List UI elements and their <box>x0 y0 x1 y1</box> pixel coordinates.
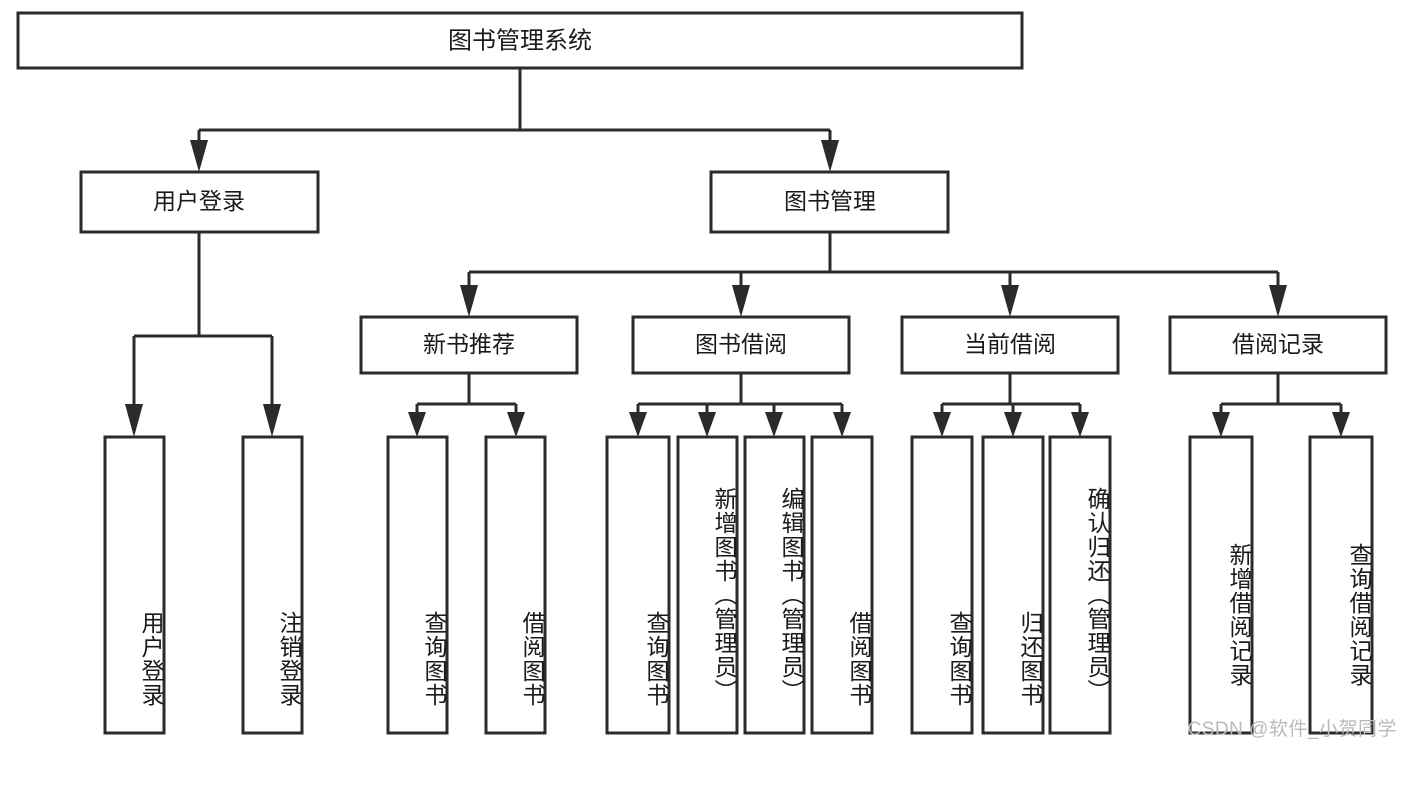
arrowhead-current-borrow <box>1001 285 1019 317</box>
arrowhead-query-book-2 <box>629 412 647 437</box>
node-new-book-recommend-label: 新书推荐 <box>423 331 515 357</box>
arrowhead-leaf-user-login <box>125 404 143 437</box>
node-root[interactable]: 图书管理系统 <box>16 11 1024 70</box>
node-user-login-label: 用户登录 <box>153 188 245 214</box>
node-root-box[interactable] <box>16 11 1024 70</box>
node-book-borrow-label: 图书借阅 <box>695 331 787 357</box>
leaf-box-borrow-book-1[interactable] <box>484 435 547 735</box>
watermark-text: CSDN @软件_小贺同学 <box>1187 719 1397 740</box>
leaf-box-add-book[interactable] <box>676 435 739 735</box>
arrowhead-query-book-1 <box>408 412 426 437</box>
leaf-box-query-book-2[interactable] <box>605 435 671 735</box>
flowchart-canvas: 图书管理系统 用户登录 图书管理 新书推荐 图书借阅 当前借阅 借阅记录 <box>16 11 1388 735</box>
node-user-login[interactable]: 用户登录 <box>79 170 320 234</box>
node-current-borrow-box[interactable] <box>900 315 1120 375</box>
node-current-borrow-label: 当前借阅 <box>964 331 1056 357</box>
node-current-borrow[interactable]: 当前借阅 <box>900 315 1120 375</box>
node-borrow-record[interactable]: 借阅记录 <box>1168 315 1388 375</box>
node-user-login-box[interactable] <box>79 170 320 234</box>
node-book-borrow-box[interactable] <box>631 315 851 375</box>
leaf-box-confirm-return[interactable] <box>1048 435 1112 735</box>
arrowhead-confirm-return <box>1071 412 1089 437</box>
arrowhead-book-mgmt <box>821 140 839 172</box>
leaf-box-user-login[interactable] <box>103 435 166 735</box>
arrowhead-query-book-3 <box>933 412 951 437</box>
node-borrow-record-label: 借阅记录 <box>1232 331 1324 357</box>
leaf-box-layer <box>103 435 1374 735</box>
arrowhead-borrow-record <box>1269 285 1287 317</box>
node-book-management-box[interactable] <box>709 170 950 234</box>
leaf-box-return-book[interactable] <box>981 435 1045 735</box>
leaf-box-edit-book[interactable] <box>743 435 806 735</box>
arrowhead-query-borrow-record <box>1332 412 1350 437</box>
arrowhead-borrow-book-1 <box>507 412 525 437</box>
arrowhead-add-borrow-record <box>1212 412 1230 437</box>
arrowhead-book-borrow <box>732 285 750 317</box>
node-book-management-label: 图书管理 <box>784 188 876 214</box>
leaf-box-add-borrow-record[interactable] <box>1188 435 1254 735</box>
connector-layer <box>125 68 1350 437</box>
node-book-borrow[interactable]: 图书借阅 <box>631 315 851 375</box>
leaf-box-query-book-3[interactable] <box>910 435 974 735</box>
node-borrow-record-box[interactable] <box>1168 315 1388 375</box>
node-book-management[interactable]: 图书管理 <box>709 170 950 234</box>
leaf-box-borrow-book-2[interactable] <box>810 435 874 735</box>
leaf-box-query-book-1[interactable] <box>386 435 449 735</box>
node-root-label: 图书管理系统 <box>448 27 592 54</box>
arrowhead-return-book <box>1004 412 1022 437</box>
node-new-book-recommend[interactable]: 新书推荐 <box>359 315 579 375</box>
leaf-box-logout[interactable] <box>241 435 304 735</box>
flowchart-diagram: 图书管理系统 用户登录 图书管理 新书推荐 图书借阅 当前借阅 借阅记录 <box>16 11 1397 740</box>
arrowhead-leaf-logout <box>263 404 281 437</box>
node-new-book-recommend-box[interactable] <box>359 315 579 375</box>
arrowhead-borrow-book-2 <box>833 412 851 437</box>
arrowhead-new-book-rec <box>460 285 478 317</box>
leaf-box-query-borrow-record[interactable] <box>1308 435 1374 735</box>
arrowhead-user-login <box>190 140 208 172</box>
arrowhead-edit-book <box>765 412 783 437</box>
arrowhead-add-book <box>698 412 716 437</box>
